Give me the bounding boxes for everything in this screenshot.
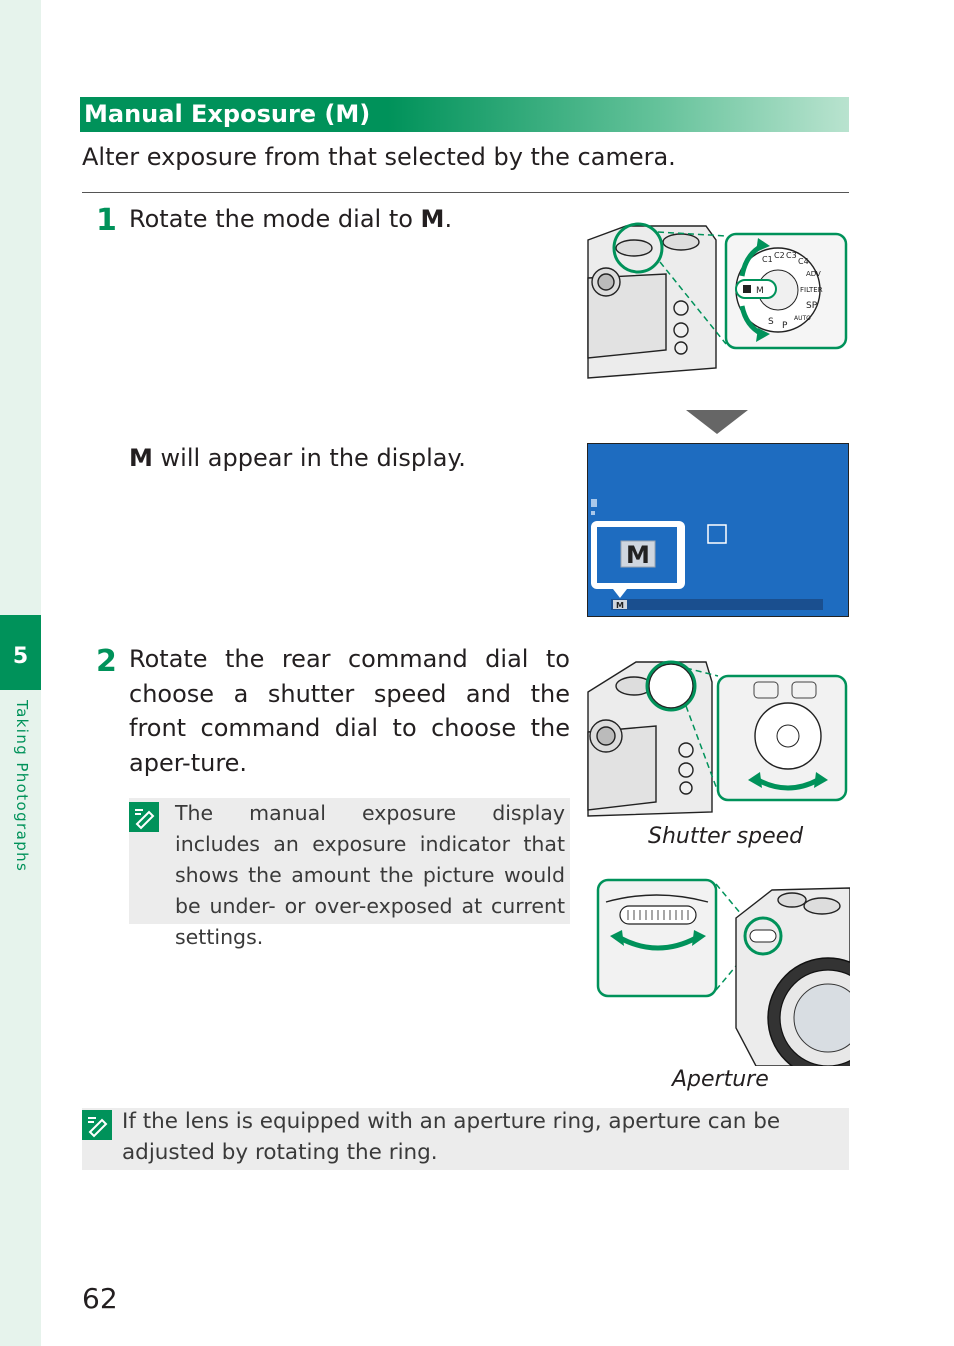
lcd-small-mode: M xyxy=(616,601,624,610)
down-arrow-icon xyxy=(686,410,748,434)
bottom-note-text: If the lens is equipped with an aperture… xyxy=(122,1109,781,1165)
display-note-text: M will appear in the display. xyxy=(129,444,466,472)
dial-label-s: S xyxy=(768,317,774,327)
page-number: 62 xyxy=(82,1282,118,1315)
lcd-display-illustration: M M xyxy=(587,443,849,617)
section-title-bar: Manual Exposure (M) xyxy=(80,97,849,132)
rear-dial-illustration xyxy=(587,660,848,817)
lcd-mode-letter: M xyxy=(626,541,650,569)
step-2-note xyxy=(129,798,570,924)
step-2-number: 2 xyxy=(96,644,117,679)
dial-label-m: M xyxy=(756,286,764,296)
step-2-text: Rotate the rear command dial to choose a… xyxy=(129,645,570,777)
dial-label-c3: C3 xyxy=(786,251,797,260)
divider xyxy=(82,192,849,193)
step-1-text: Rotate the mode dial to M. xyxy=(129,205,453,233)
dial-label-filter: FILTER xyxy=(800,286,823,294)
dial-label-c2: C2 xyxy=(774,251,785,260)
shutter-caption: Shutter speed xyxy=(648,824,804,849)
dial-label-c1: C1 xyxy=(762,255,773,264)
intro-text: Alter exposure from that selected by the… xyxy=(82,143,676,171)
chapter-label: Taking Photographs xyxy=(13,700,31,873)
chapter-tab: 5 xyxy=(0,615,41,690)
aperture-caption: Aperture xyxy=(672,1067,769,1092)
dial-label-auto: AUTO xyxy=(794,315,811,322)
front-dial-illustration xyxy=(596,878,850,1066)
mode-dial-illustration: M S P AUTO SP FILTER ADV C4 C3 C2 C1 xyxy=(587,222,848,379)
section-title: Manual Exposure (M) xyxy=(84,100,371,128)
dial-label-p: P xyxy=(782,321,788,331)
note-icon xyxy=(129,802,159,832)
dial-label-c4: C4 xyxy=(798,257,809,266)
dial-label-sp: SP xyxy=(806,301,818,311)
dial-label-adv: ADV xyxy=(806,270,821,278)
chapter-number: 5 xyxy=(12,644,29,669)
bottom-note xyxy=(82,1108,849,1170)
step-1-number: 1 xyxy=(96,203,117,238)
note-icon xyxy=(82,1110,112,1140)
step-2-note-text: The manual exposure display includes an … xyxy=(175,801,565,949)
